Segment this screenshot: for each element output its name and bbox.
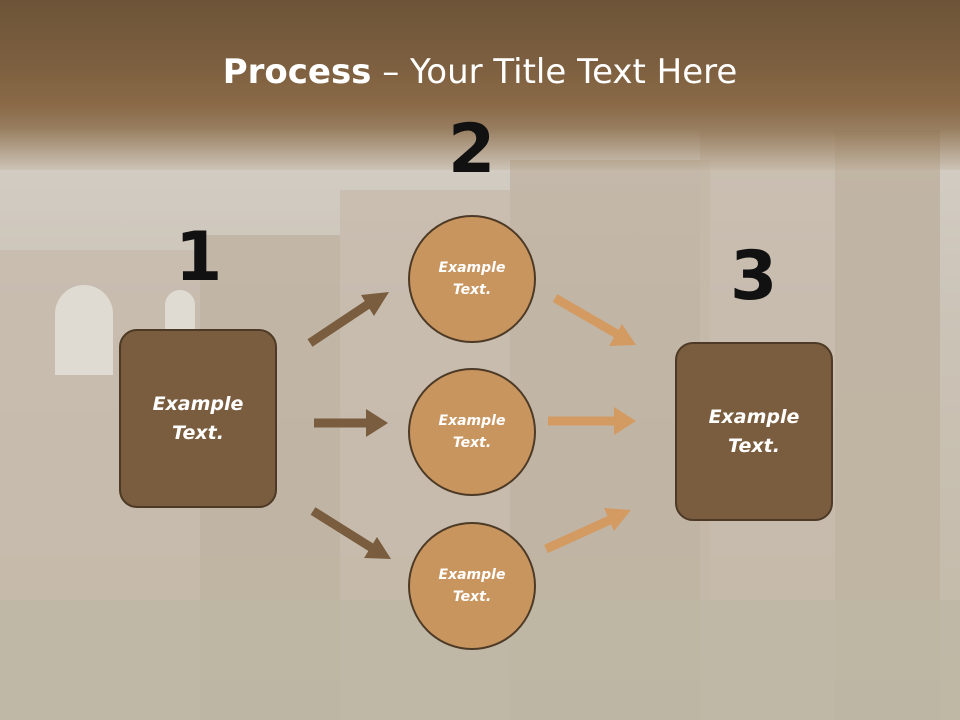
step-2-circle-top[interactable]: Example Text. bbox=[408, 215, 536, 343]
title-bold-part: Process bbox=[222, 52, 372, 92]
title-bar bbox=[0, 0, 960, 170]
title-rest-part: – Your Title Text Here bbox=[371, 52, 738, 92]
arrow-bottom-to-right bbox=[544, 508, 631, 554]
step-number-1: 1 bbox=[175, 218, 223, 297]
arrow-left-to-top bbox=[307, 292, 389, 347]
step-1-box[interactable]: Example Text. bbox=[119, 329, 277, 508]
arrow-middle-to-right bbox=[548, 407, 636, 435]
step-number-3: 3 bbox=[730, 237, 778, 316]
ruin-arch-window bbox=[55, 285, 113, 375]
ruin-arch-window bbox=[165, 290, 195, 335]
slide-title[interactable]: Process – Your Title Text Here bbox=[0, 52, 960, 92]
arrow-left-to-middle bbox=[314, 409, 388, 437]
step-2-circle-middle[interactable]: Example Text. bbox=[408, 368, 536, 496]
arrow-left-to-bottom bbox=[310, 507, 391, 559]
step-3-box[interactable]: Example Text. bbox=[675, 342, 833, 521]
step-number-2: 2 bbox=[448, 110, 496, 189]
step-2-circle-bottom[interactable]: Example Text. bbox=[408, 522, 536, 650]
arrow-top-to-right bbox=[552, 294, 636, 346]
